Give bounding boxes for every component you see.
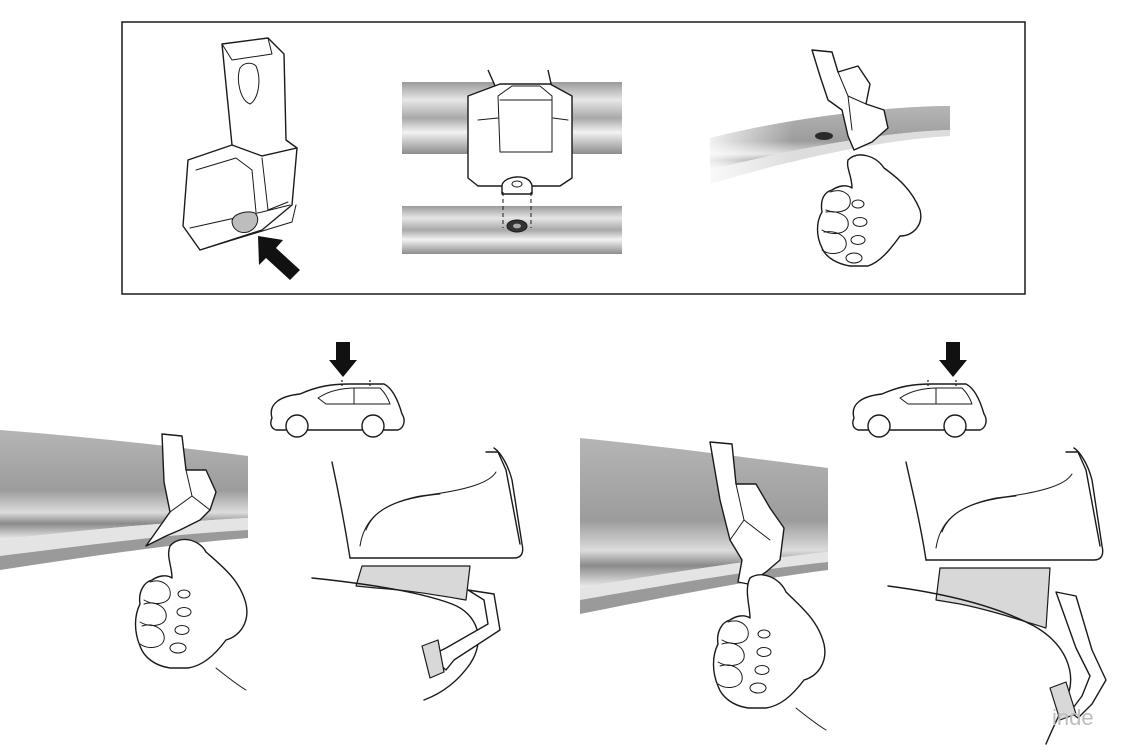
foot-bracket — [145, 433, 217, 547]
roof-rail-right — [580, 438, 828, 614]
hand-icon — [712, 574, 827, 731]
watermark: inde — [1052, 705, 1094, 730]
foot-bracket — [182, 37, 298, 251]
arrow-icon — [329, 342, 357, 377]
door-frame-section — [887, 447, 1107, 745]
bar-alignment-detail — [402, 69, 622, 254]
hand-icon — [816, 154, 922, 267]
foot-bracket — [709, 441, 785, 585]
rail-fitting-detail — [710, 49, 950, 190]
rubber-pad — [231, 211, 259, 233]
car-icon — [270, 380, 405, 438]
car-icon — [852, 380, 987, 438]
door-frame-section — [311, 447, 524, 701]
top-panel-frame — [121, 21, 1026, 295]
arrow-icon — [258, 236, 300, 280]
arrow-icon — [939, 342, 967, 377]
hand-icon — [134, 538, 248, 691]
